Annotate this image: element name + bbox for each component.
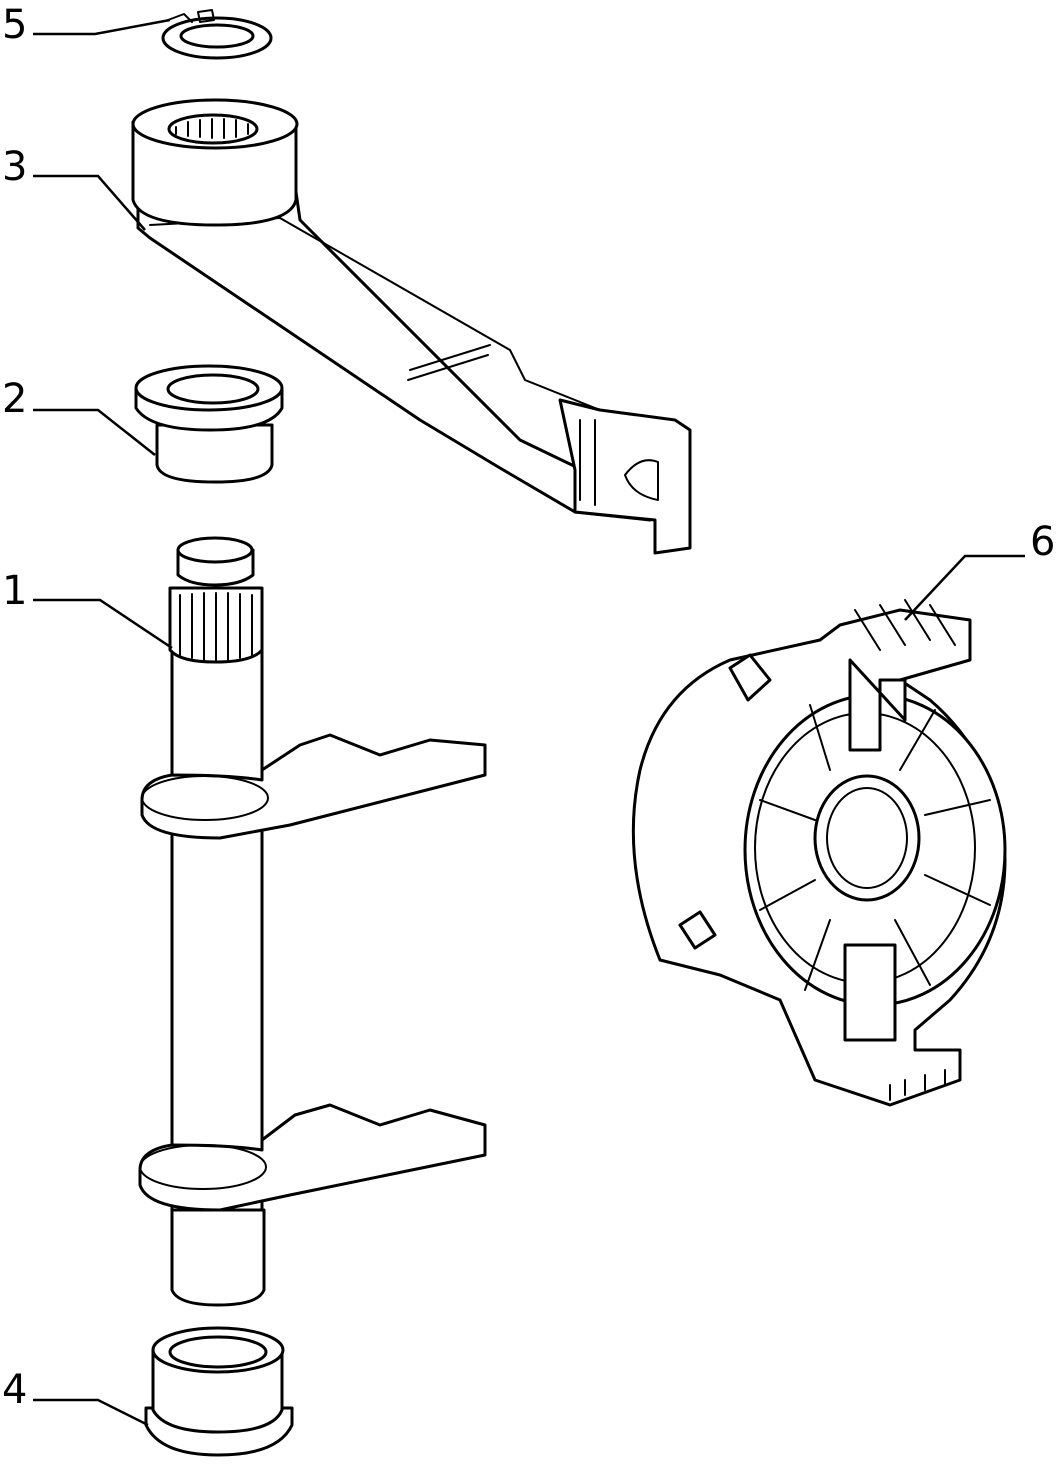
callout-4: 4 <box>2 1367 27 1413</box>
leader-2 <box>33 408 156 456</box>
callout-5: 5 <box>2 2 27 48</box>
leader-5 <box>33 18 171 36</box>
leader-1 <box>33 598 173 650</box>
part-2-flanged-bushing <box>134 364 284 484</box>
callout-2: 2 <box>2 376 27 422</box>
part-5-snap-ring <box>161 9 273 60</box>
part-6-selector-housing <box>631 599 1007 1107</box>
part-1-shift-shaft <box>138 536 487 1307</box>
callout-6: 6 <box>1030 519 1055 565</box>
leader-3 <box>33 174 146 231</box>
part-4-lower-bushing <box>144 1326 294 1457</box>
callout-labels: 5 3 2 1 4 6 <box>2 2 1055 1413</box>
leader-6 <box>904 554 1025 621</box>
part-3-lever-arm <box>131 98 692 555</box>
leader-lines <box>33 18 1025 1427</box>
callout-3: 3 <box>2 144 27 190</box>
callout-1: 1 <box>2 568 27 614</box>
leader-4 <box>33 1398 149 1427</box>
